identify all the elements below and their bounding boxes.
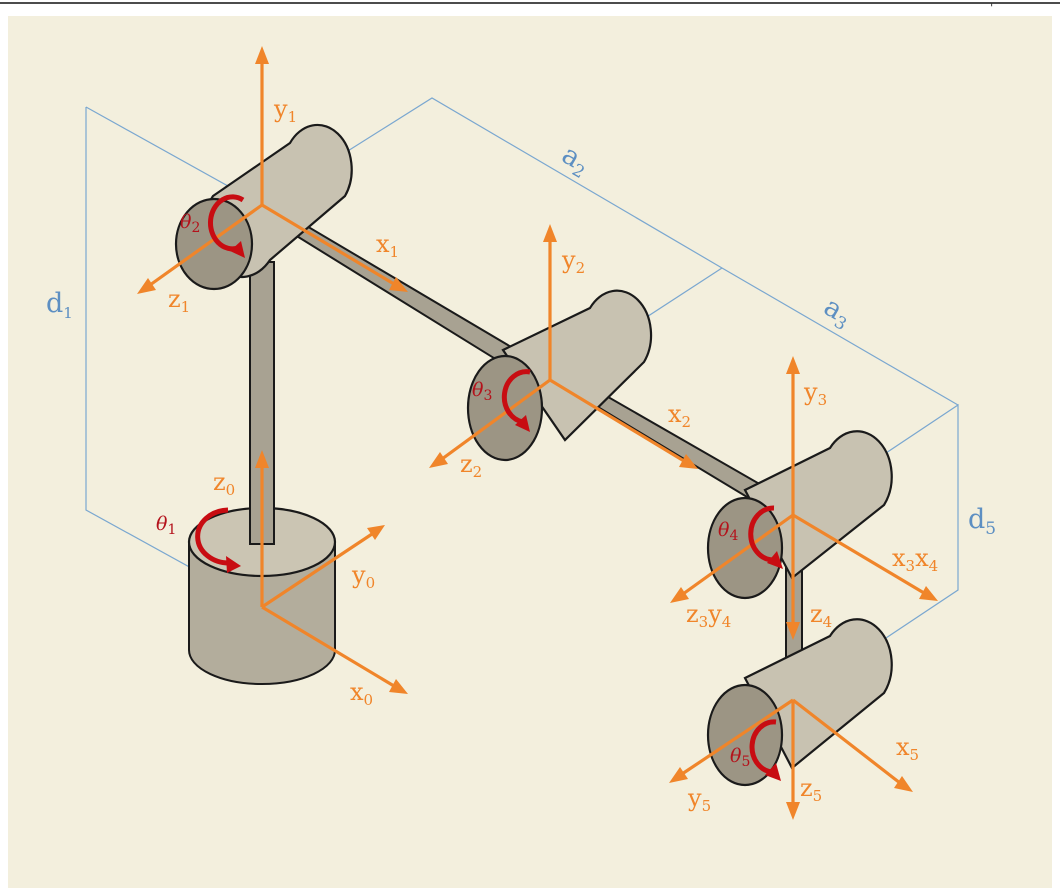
theta3-arrowhead [515, 415, 530, 432]
theta3-rotation-arrow [501, 369, 531, 425]
label-theta5: θ5 [730, 745, 750, 770]
axis-z3y4 [682, 513, 794, 596]
axis-x3x4 [792, 513, 925, 595]
label-y0: y0 [351, 561, 375, 592]
axis-z2-arrowhead [429, 452, 448, 468]
axis-y0-arrowhead [367, 525, 385, 540]
label-theta2: θ2 [180, 211, 200, 236]
joint-2-cylinder [174, 123, 353, 291]
label-x3x4: x3x4 [892, 544, 938, 575]
label-z5: z5 [800, 774, 822, 805]
axis-z4-arrowhead [786, 622, 800, 640]
theta2-rotation-arrow [207, 194, 245, 252]
axis-z1-arrowhead [137, 278, 156, 294]
axis-x3x4-arrowhead [919, 586, 938, 601]
axis-z3y4-arrowhead [670, 587, 689, 603]
label-theta4: θ4 [718, 519, 738, 544]
axis-x0-arrowhead [389, 679, 408, 694]
axis-z1 [149, 203, 263, 287]
axis-x5 [792, 698, 901, 785]
axis-z5-arrowhead [786, 802, 800, 820]
axis-x0 [261, 605, 395, 688]
rotation-arrows [195, 194, 783, 781]
theta5-rotation-arrow [749, 719, 777, 775]
axis-y0 [261, 532, 373, 609]
joint-5-cylinder [706, 618, 893, 787]
axis-x1 [261, 203, 395, 286]
label-d5: d5 [968, 504, 996, 539]
axis-y5 [681, 698, 794, 776]
axis-z2 [441, 378, 551, 461]
label-x2: x2 [668, 400, 691, 431]
theta4-arrowhead [767, 551, 783, 569]
label-x0: x0 [350, 678, 373, 709]
axis-y5-arrowhead [669, 767, 688, 783]
label-z2: z2 [460, 450, 482, 481]
label-z0: z0 [213, 468, 235, 499]
label-d1: d1 [46, 288, 73, 322]
corner-mark: ' [990, 1, 993, 15]
label-z3y4: z3y4 [686, 600, 731, 631]
label-x1: x1 [376, 230, 399, 261]
a2-a3-frame-line [85, 97, 959, 406]
axis-x5-arrowhead [894, 776, 913, 792]
joint-2-cylinder-cap [174, 197, 254, 291]
label-z1: z1 [168, 285, 190, 316]
label-y5: y5 [687, 784, 711, 815]
theta2-arrowhead [230, 241, 245, 258]
axis-y3-arrowhead [786, 356, 800, 374]
joint-5-cylinder-cap [706, 683, 784, 787]
label-y2: y2 [561, 246, 585, 277]
axis-z0-arrowhead [255, 450, 269, 468]
axis-y1-arrowhead [255, 46, 269, 64]
label-theta1: θ1 [156, 513, 176, 538]
theta4-rotation-arrow [748, 505, 775, 563]
label-x5: x5 [896, 733, 919, 764]
coordinate-axes [137, 46, 938, 820]
label-a2: a2 [555, 139, 596, 183]
label-theta3: θ3 [472, 379, 492, 404]
axis-y2-arrowhead [543, 224, 557, 242]
theta1-rotation-arrow [195, 507, 231, 566]
theta1-arrowhead [226, 556, 241, 573]
label-y1: y1 [273, 95, 297, 126]
label-z4: z4 [810, 600, 832, 631]
axis-x1-arrowhead [389, 277, 408, 292]
theta5-arrowhead [765, 763, 781, 781]
label-y3: y3 [803, 378, 827, 409]
axis-x2 [549, 378, 685, 463]
base-cylinder-side [188, 541, 336, 685]
axis-x2-arrowhead [679, 454, 698, 469]
